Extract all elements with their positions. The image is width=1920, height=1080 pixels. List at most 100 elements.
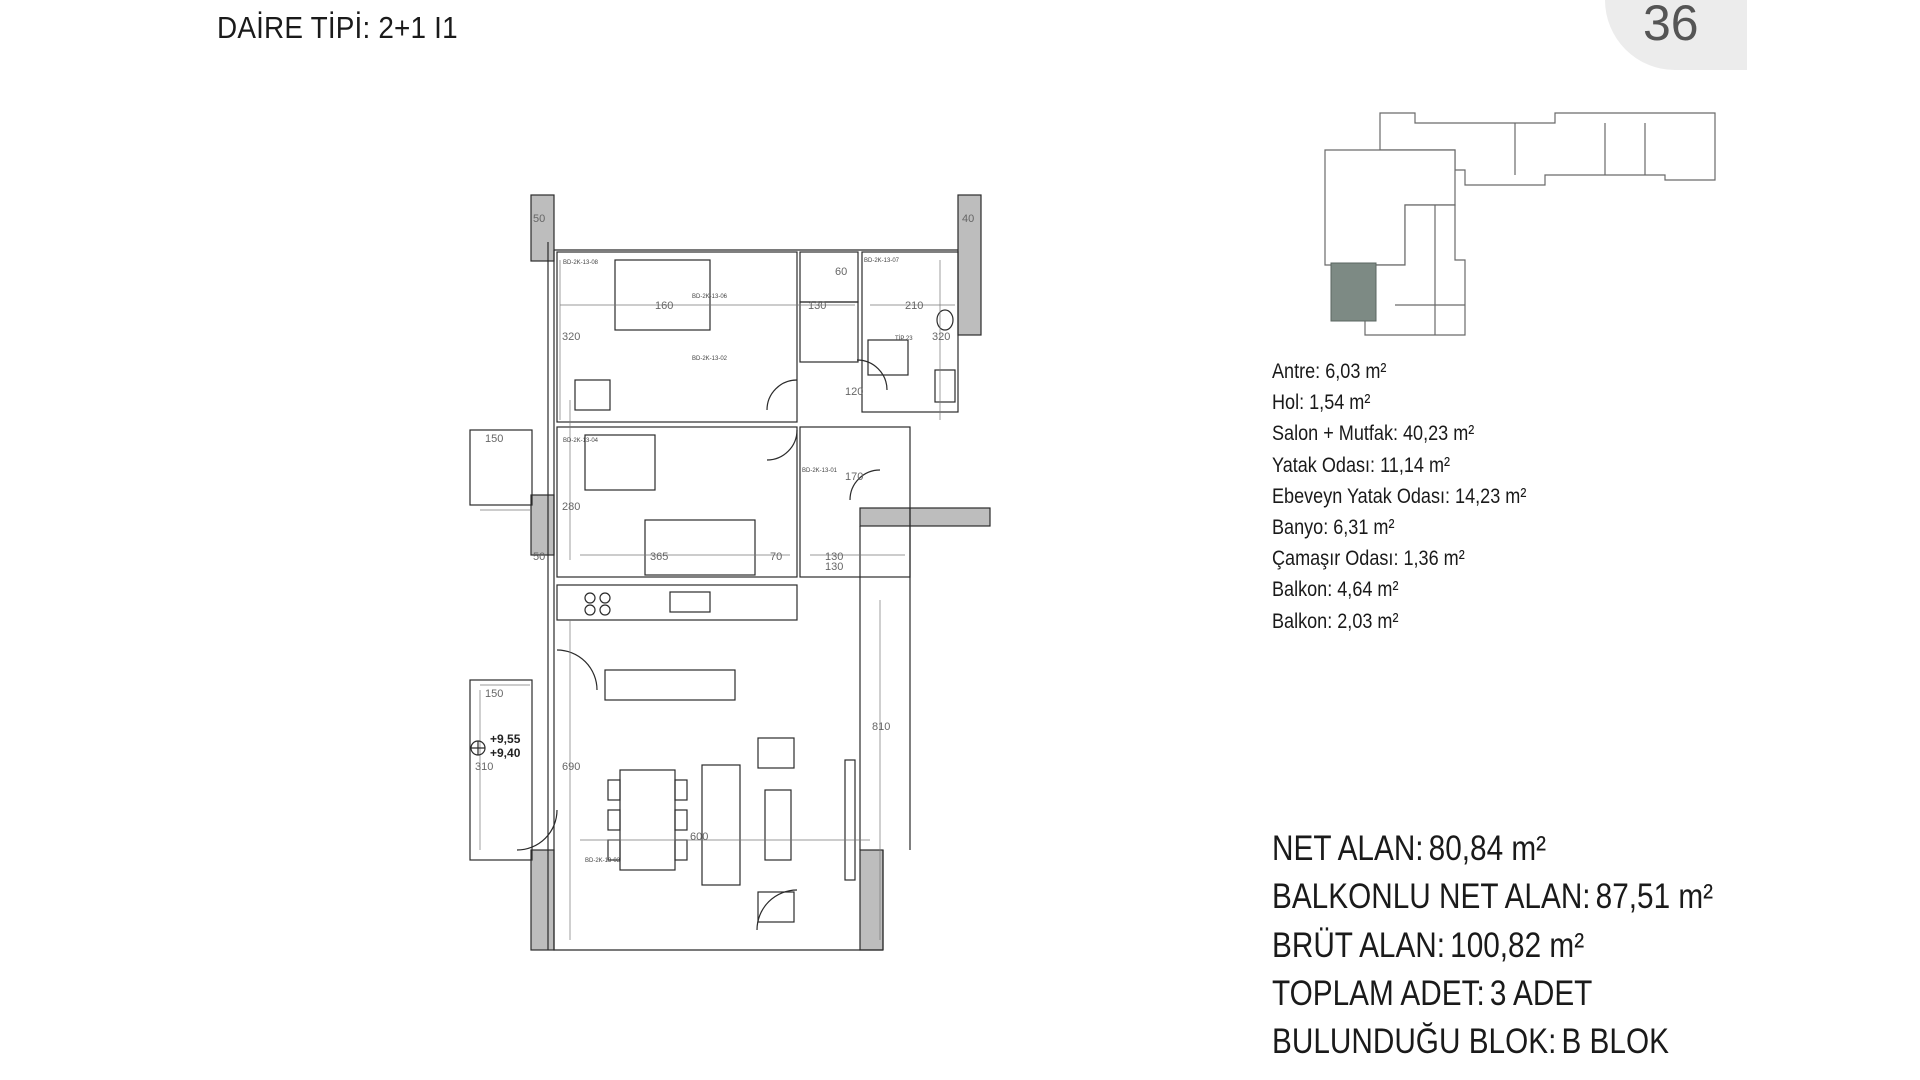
armchair-1 <box>757 737 795 769</box>
dim-label: 170 <box>845 471 863 483</box>
dim-label: 130 <box>825 561 843 573</box>
wall-block-w-mid <box>530 494 555 556</box>
door-swing-2 <box>766 429 798 461</box>
room-item: Balkon: 4,64 m² <box>1272 578 1399 602</box>
dim-label: 50 <box>533 551 545 563</box>
floor-plan: 50 40 160 130 60 210 320 320 150 50 130 … <box>469 194 991 951</box>
door-swing-3 <box>856 359 888 391</box>
room-item: Salon + Mutfak: 40,23 m² <box>1272 422 1475 446</box>
entrance-outline <box>799 426 911 578</box>
wall-block-sw <box>530 849 555 951</box>
kitchen-counter <box>556 584 798 621</box>
room-tag: BD-2K-13-06 <box>692 294 728 300</box>
dim-label: 160 <box>655 300 673 312</box>
dim-label: 40 <box>962 213 974 225</box>
total-count: TOPLAM ADET:3 ADET <box>1272 973 1593 1013</box>
elevation-bottom: +9,40 <box>490 746 521 760</box>
key-plan-wing-bottom <box>1364 204 1466 336</box>
shower <box>867 339 909 376</box>
chair-6 <box>674 839 688 861</box>
balcony-large <box>469 679 533 861</box>
dim-label: 280 <box>562 501 580 513</box>
chair-3 <box>607 839 621 861</box>
bedroom-outline <box>556 426 798 578</box>
chair-2 <box>607 809 621 831</box>
bathroom-outline <box>861 251 959 413</box>
door-swing-4 <box>849 469 881 501</box>
dim-label: 310 <box>475 761 493 773</box>
dim-label: 50 <box>533 213 545 225</box>
dim-label: 320 <box>932 331 950 343</box>
kitchen-island <box>604 669 736 701</box>
hob-3 <box>584 604 596 616</box>
shaft-label: TİP 23 <box>895 335 913 342</box>
room-item: Balkon: 2,03 m² <box>1272 609 1399 633</box>
balcony-net-area: BALKONLU NET ALAN:87,51 m² <box>1272 877 1714 917</box>
hob-1 <box>584 592 596 604</box>
outer-wall <box>553 249 958 951</box>
area-summary: NET ALAN:80,84 m² BALKONLU NET ALAN:87,5… <box>1272 825 1713 1066</box>
balcony-small <box>469 429 533 506</box>
room-area-list: Antre: 6,03 m² Hol: 1,54 m² Salon + Mutf… <box>1272 356 1526 637</box>
dim-label: 210 <box>905 300 923 312</box>
room-tag: BD-2K-13-08 <box>563 260 599 266</box>
dim-label: 690 <box>562 761 580 773</box>
chair-4 <box>674 779 688 801</box>
dim-label: 70 <box>770 551 782 563</box>
wardrobe <box>644 519 756 576</box>
hall-outline <box>799 301 859 363</box>
room-tag: BD-2K-13-01 <box>802 468 838 474</box>
dim-label: 320 <box>562 331 580 343</box>
dining-table <box>619 769 676 871</box>
laundry-outline <box>799 251 859 303</box>
chair-5 <box>674 809 688 831</box>
wall-block-e-mid <box>859 507 991 527</box>
page-number: 36 <box>1643 0 1699 51</box>
master-bedroom-outline <box>556 251 798 423</box>
door-swing-6 <box>516 809 558 851</box>
title-label: DAİRE TİPİ: <box>217 10 371 45</box>
desk <box>574 379 611 411</box>
door-swing-7 <box>756 889 798 931</box>
room-item: Ebeveyn Yatak Odası: 14,23 m² <box>1272 484 1527 508</box>
room-tag: BD-2K-13-07 <box>864 258 900 264</box>
coffee-table <box>764 789 792 861</box>
net-area: NET ALAN:80,84 m² <box>1272 829 1547 868</box>
toilet <box>936 309 954 331</box>
sofa <box>701 764 741 886</box>
tv-unit <box>844 759 856 881</box>
chair-1 <box>607 779 621 801</box>
block-location: BULUNDUĞU BLOK:B BLOK <box>1272 1022 1669 1062</box>
key-plan <box>1324 112 1716 336</box>
room-item: Banyo: 6,31 m² <box>1272 516 1395 540</box>
sink <box>669 591 711 613</box>
washbasin <box>934 369 956 403</box>
double-bed <box>614 259 711 331</box>
room-tag: BD-2K-13-04 <box>563 438 599 444</box>
room-tag: BD-2K-13-02 <box>692 356 728 362</box>
room-tag: BD-2K-13-03 <box>585 858 621 864</box>
key-plan-divider <box>1395 123 1646 335</box>
page-title: DAİRE TİPİ: 2+1 I1 <box>217 10 458 46</box>
dimension-lines <box>479 260 955 940</box>
room-item: Antre: 6,03 m² <box>1272 360 1387 383</box>
elevation-top: +9,55 <box>490 732 521 746</box>
gross-area: BRÜT ALAN:100,82 m² <box>1272 925 1585 965</box>
dim-label: 365 <box>650 551 668 563</box>
dim-label: 150 <box>485 688 503 700</box>
key-plan-highlight <box>1330 262 1377 322</box>
outer-wall-2 <box>547 242 884 950</box>
armchair-2 <box>757 891 795 923</box>
hob-2 <box>599 592 611 604</box>
room-item: Hol: 1,54 m² <box>1272 391 1371 415</box>
dim-label: 600 <box>690 831 708 843</box>
single-bed <box>584 434 656 491</box>
wall-block-nw <box>530 194 555 262</box>
dim-label: 130 <box>825 551 843 563</box>
dim-label: 120 <box>845 386 863 398</box>
dim-label: 130 <box>808 300 826 312</box>
dim-label: 60 <box>835 266 847 278</box>
door-swing-1 <box>766 379 798 411</box>
elevation-marker: +9,55 +9,40 <box>470 732 521 760</box>
room-item: Çamaşır Odası: 1,36 m² <box>1272 547 1465 571</box>
